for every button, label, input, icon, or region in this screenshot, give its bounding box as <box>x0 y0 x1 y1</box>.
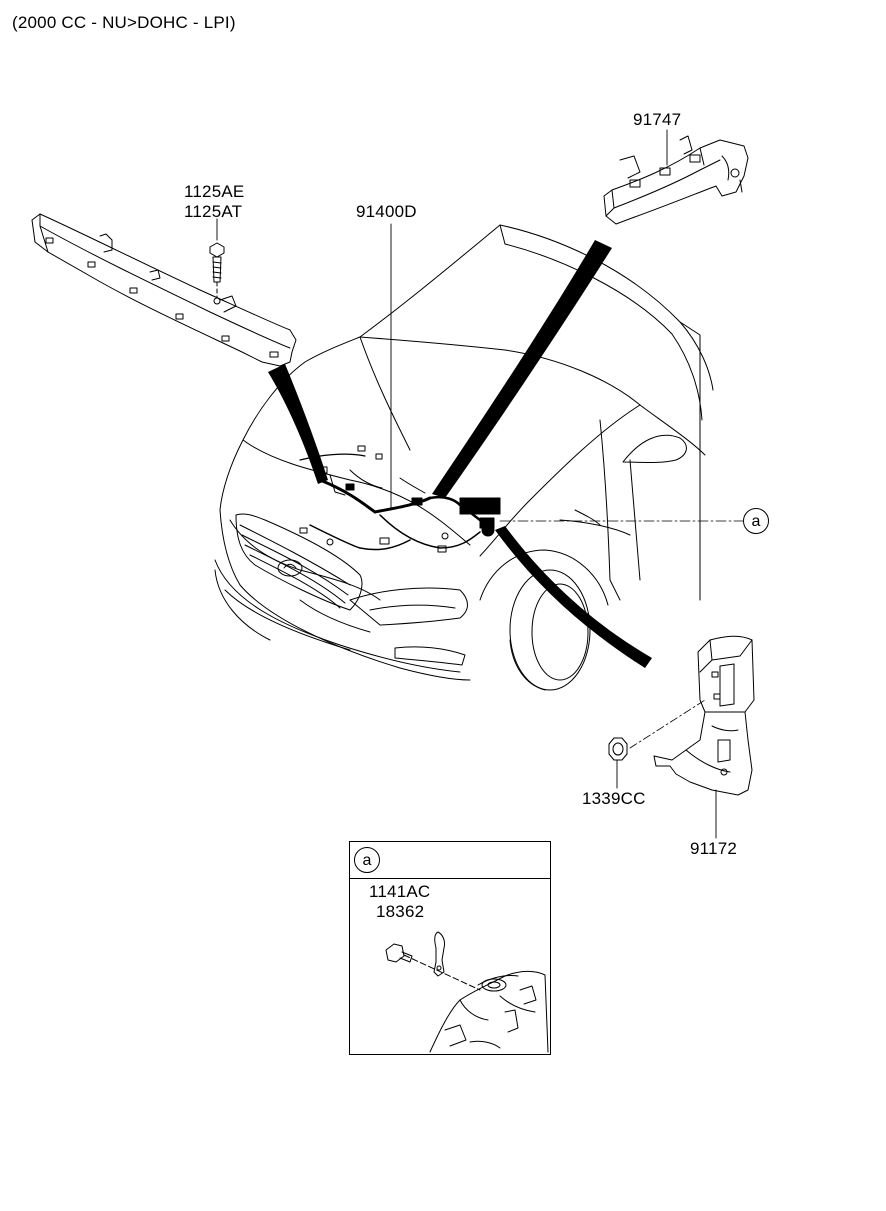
bracket-91172-drawing <box>653 635 755 796</box>
part-number-1125ae[interactable]: 1125AE <box>184 182 245 201</box>
bracket-left-drawing <box>31 213 297 367</box>
part-number-1125at[interactable]: 1125AT <box>184 202 243 221</box>
part-number-91400d[interactable]: 91400D <box>356 202 417 221</box>
callout-a-circle[interactable]: a <box>743 508 769 534</box>
part-number-91747[interactable]: 91747 <box>633 110 682 129</box>
car-body-outline <box>214 224 714 691</box>
detail-a-header: a <box>350 842 550 879</box>
engine-spec-title: (2000 CC - NU>DOHC - LPI) <box>12 13 236 32</box>
detail-a-circle: a <box>354 847 380 873</box>
part-number-1339cc[interactable]: 1339CC <box>582 789 646 808</box>
part-number-18362[interactable]: 18362 <box>376 902 425 921</box>
detail-a-drawing <box>385 931 549 1053</box>
nut-1339cc-drawing <box>608 737 628 761</box>
harness-91400d-drawing <box>299 445 501 553</box>
part-number-1141ac[interactable]: 1141AC <box>369 882 431 901</box>
bolt-1125ae-drawing <box>209 242 225 299</box>
bracket-91747-drawing <box>603 135 749 225</box>
part-number-91172[interactable]: 91172 <box>690 839 738 858</box>
leader-bands <box>268 240 652 668</box>
detail-a-box: a <box>349 841 551 1055</box>
